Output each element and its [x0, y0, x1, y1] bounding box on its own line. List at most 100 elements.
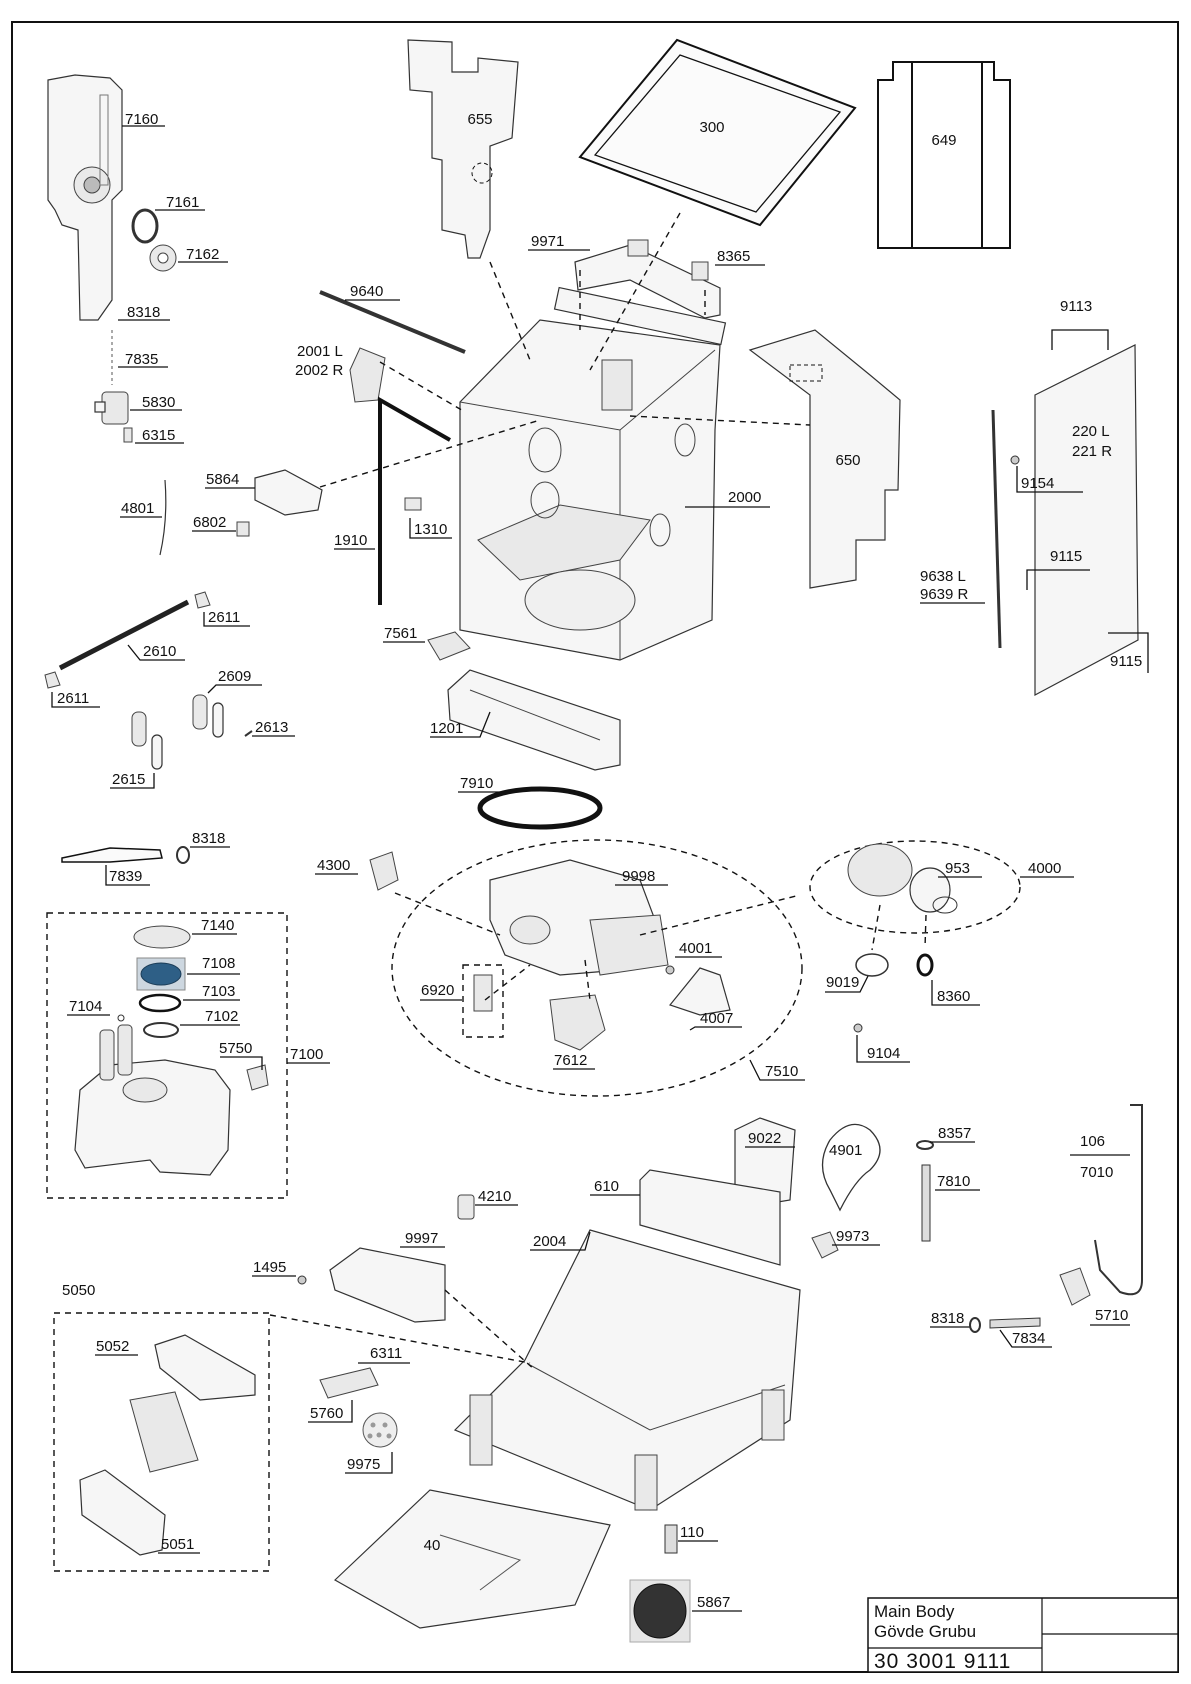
part-7102: [143, 1022, 179, 1038]
label-300: 300: [699, 119, 724, 136]
part-9638-strip: [991, 409, 1002, 649]
part-4210: [457, 1194, 475, 1220]
part-2613: [244, 730, 253, 737]
part-5710-valve: [1059, 1267, 1091, 1306]
group-7510-outline: [391, 839, 803, 1097]
label-7160: 7160: [125, 111, 158, 128]
part-9997-bracket: [329, 1247, 446, 1323]
label-4901: 4901: [829, 1142, 862, 1159]
label-1201: 1201: [430, 720, 463, 737]
label-7010: 7010: [1080, 1164, 1113, 1181]
label-2004: 2004: [533, 1233, 566, 1250]
part-9104: [853, 1023, 863, 1033]
label-4007: 4007: [700, 1010, 733, 1027]
part-9975-disc: [362, 1412, 398, 1448]
part-7100-softener-body: [74, 1024, 231, 1176]
part-8365: [691, 261, 709, 281]
label-6311: 6311: [370, 1345, 402, 1362]
part-1495: [297, 1275, 307, 1285]
label-8318-a: 8318: [127, 304, 160, 321]
label-7100: 7100: [290, 1046, 323, 1063]
label-7910: 7910: [460, 775, 493, 792]
label-7839: 7839: [109, 868, 142, 885]
label-7810: 7810: [937, 1173, 970, 1190]
part-953-pump: [847, 843, 958, 914]
part-7612: [549, 994, 606, 1051]
title-govde-grubu: Gövde Grubu: [874, 1622, 976, 1641]
label-5864: 5864: [206, 471, 239, 488]
label-7510: 7510: [765, 1063, 798, 1080]
part-9973: [811, 1231, 839, 1259]
part-5867: [633, 1583, 687, 1639]
label-6920: 6920: [421, 982, 454, 999]
part-5830-valve: [94, 391, 129, 425]
part-7561: [427, 631, 471, 661]
label-2611-a: 2611: [208, 609, 240, 626]
title-main-body: Main Body: [874, 1602, 955, 1621]
label-6315: 6315: [142, 427, 175, 444]
part-5864-bracket: [254, 469, 323, 516]
label-2615: 2615: [112, 771, 145, 788]
part-2611-a: [194, 591, 211, 609]
label-220: 220 L: [1072, 423, 1110, 440]
drawing-border: [11, 21, 1179, 1673]
part-2001-bracket: [349, 347, 386, 403]
label-8318-b: 8318: [192, 830, 225, 847]
part-7810-hose: [921, 1164, 931, 1242]
part-4007: [668, 967, 731, 1016]
part-1201-base-profile: [447, 669, 621, 771]
label-7612: 7612: [554, 1052, 587, 1069]
label-7834: 7834: [1012, 1330, 1045, 1347]
label-649: 649: [931, 132, 956, 149]
label-9115-a: 9115: [1050, 548, 1082, 565]
label-5710: 5710: [1095, 1307, 1128, 1324]
part-8318-c: [969, 1317, 981, 1333]
part-110-foot: [664, 1524, 678, 1554]
label-9115-b: 9115: [1110, 653, 1142, 670]
part-7161-oring: [131, 208, 159, 244]
label-9997: 9997: [405, 1230, 438, 1247]
group-4000-outline: [809, 840, 1021, 934]
label-9113: 9113: [1060, 298, 1092, 315]
part-7162-disc: [149, 244, 177, 272]
label-2002: 2002 R: [295, 362, 344, 379]
part-1310: [404, 497, 422, 511]
part-9019: [855, 953, 889, 977]
label-7140: 7140: [201, 917, 234, 934]
part-5760: [319, 1367, 379, 1399]
part-7160-softener: [47, 74, 123, 321]
part-5051: [79, 1469, 166, 1556]
label-1310: 1310: [414, 521, 447, 538]
part-8357: [916, 1140, 934, 1150]
label-4001: 4001: [679, 940, 712, 957]
label-7561: 7561: [384, 625, 417, 642]
label-5051: 5051: [161, 1536, 194, 1553]
label-2613: 2613: [255, 719, 288, 736]
group-5050-box: [53, 1312, 270, 1572]
title-block: Main Body Gövde Grubu 30 3001 9111: [867, 1597, 1179, 1673]
part-7834-hose: [989, 1317, 1041, 1329]
label-7108: 7108: [202, 955, 235, 972]
label-8357: 8357: [938, 1125, 971, 1142]
label-7104: 7104: [69, 998, 102, 1015]
label-610: 610: [594, 1178, 619, 1195]
label-2611-b: 2611: [57, 690, 89, 707]
label-5760: 5760: [310, 1405, 343, 1422]
part-106-hose: [1094, 1104, 1143, 1296]
part-2000-tub: [459, 286, 727, 661]
part-2004-base: [453, 1229, 801, 1511]
label-5867: 5867: [697, 1594, 730, 1611]
part-655-insulation: [407, 39, 519, 259]
part-300-top-panel: [578, 38, 857, 227]
part-6920-box: [462, 964, 504, 1038]
label-9639: 9639 R: [920, 586, 969, 603]
label-7102: 7102: [205, 1008, 238, 1025]
part-649-insulation: [877, 61, 1011, 249]
label-7835: 7835: [125, 351, 158, 368]
label-9971: 9971: [531, 233, 564, 250]
group-7100-box: [46, 912, 288, 1199]
part-7140-cap: [133, 925, 191, 949]
label-2000: 2000: [728, 489, 761, 506]
label-9154: 9154: [1021, 475, 1054, 492]
